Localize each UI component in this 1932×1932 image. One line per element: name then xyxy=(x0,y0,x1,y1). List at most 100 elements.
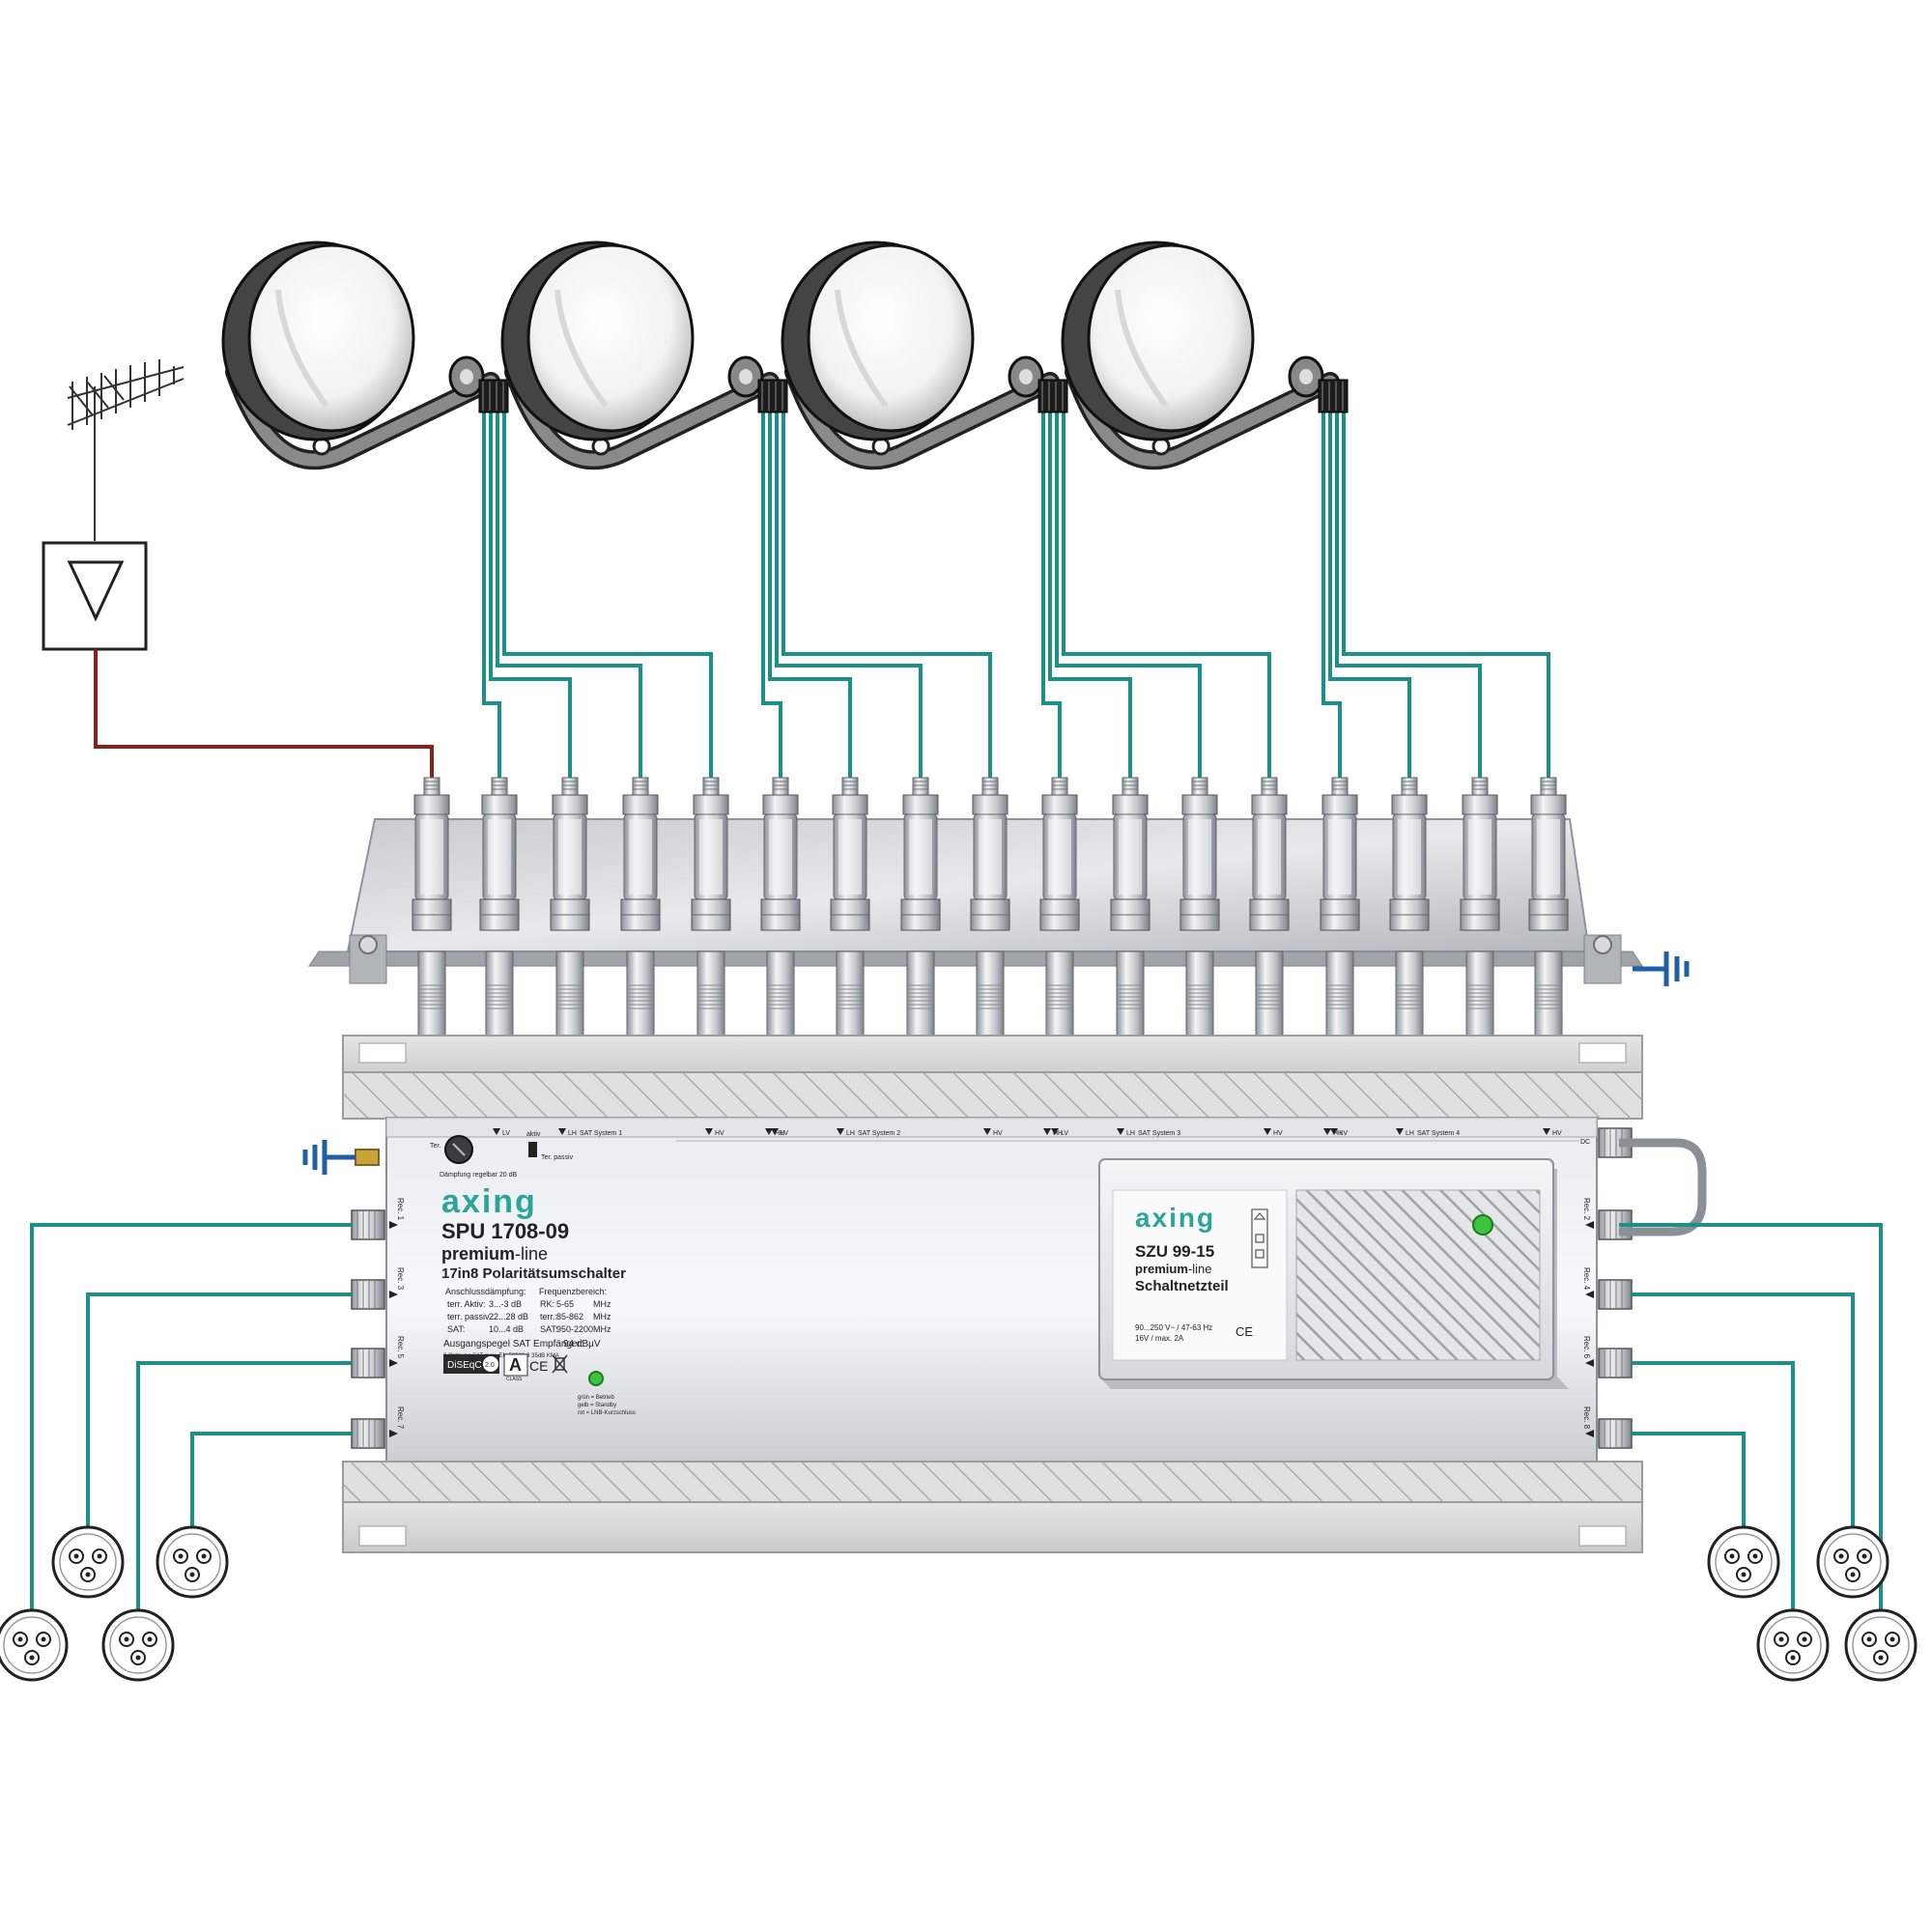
ter-label: Ter. xyxy=(430,1143,440,1150)
spec-attenuation-head: Anschlussdämpfung: xyxy=(445,1287,526,1296)
f-connector-icon xyxy=(1110,777,1151,1039)
f-connector-icon xyxy=(1039,777,1080,1039)
coax-cable xyxy=(1321,412,1342,787)
port-marker-icon xyxy=(1051,1128,1059,1135)
receiver-port-label: Rec. 6 xyxy=(1582,1336,1591,1359)
spec-attenuation-label: terr. passiv : xyxy=(447,1312,495,1321)
f-connector-icon[interactable] xyxy=(1598,1418,1633,1449)
f-connector-icon xyxy=(1179,777,1220,1039)
spec-frequency-value: 5-65 xyxy=(556,1299,574,1309)
terrestrial-mode-switch[interactable] xyxy=(528,1142,537,1157)
port-marker-icon xyxy=(1330,1128,1338,1135)
tv-outlets xyxy=(0,1223,1918,1682)
coax-cable xyxy=(1619,1223,1883,1610)
tv-outlet-icon xyxy=(0,1608,69,1682)
f-connector-icon xyxy=(1389,777,1430,1039)
port-marker-icon xyxy=(558,1128,566,1135)
satellite-dish-icon xyxy=(500,241,788,470)
mounting-rail-bottom xyxy=(342,1461,1643,1553)
f-connector-icon xyxy=(479,777,520,1039)
coax-cable xyxy=(1041,412,1062,787)
psu-ce-mark: CE xyxy=(1236,1324,1253,1339)
port-marker-icon xyxy=(389,1221,398,1229)
receiver-port-label: Rec. 5 xyxy=(396,1336,405,1359)
ground-symbol-icon xyxy=(1663,952,1690,986)
class-badge: A xyxy=(509,1355,522,1375)
port-marker-icon xyxy=(1585,1291,1594,1298)
psu-subtitle: Schaltnetzteil xyxy=(1135,1278,1229,1294)
coax-cable xyxy=(1335,412,1482,787)
spec-frequency-unit: MHz xyxy=(593,1299,611,1309)
sat-port-label: HH xyxy=(1333,1130,1343,1137)
f-connector-icon xyxy=(620,777,661,1039)
tv-outlet-icon xyxy=(1707,1525,1780,1599)
sat-port-label: HV xyxy=(715,1130,724,1137)
f-connector-icon xyxy=(1528,777,1569,1039)
psu-spec-output: 16V / max. 2A xyxy=(1135,1334,1184,1343)
f-connector-icon xyxy=(1249,777,1290,1039)
f-connector-icon[interactable] xyxy=(351,1209,385,1240)
sat-port-label: LV xyxy=(1340,1130,1348,1137)
switch-model: SPU 1708-09 xyxy=(441,1219,569,1243)
psu-brand-logo: axing xyxy=(1135,1203,1215,1233)
f-connector-icon[interactable] xyxy=(351,1279,385,1310)
port-marker-icon xyxy=(389,1291,398,1298)
spec-frequency-label: RK: xyxy=(540,1299,554,1309)
spec-frequency-label: terr.: xyxy=(540,1312,557,1321)
sat-port-label: LH xyxy=(1406,1130,1414,1137)
coax-cable xyxy=(190,1432,352,1527)
coax-cable xyxy=(1048,412,1132,787)
coax-cable xyxy=(1062,412,1271,787)
f-connector-icon[interactable] xyxy=(351,1348,385,1378)
sat-port-label: LH xyxy=(846,1130,855,1137)
led-legend-line: rot = LNB-Kurzschluss xyxy=(578,1410,636,1416)
coax-cable xyxy=(1632,1293,1855,1527)
aktiv-label: aktiv xyxy=(526,1131,541,1138)
satellite-dish-icon xyxy=(1061,241,1349,470)
attenuator-label: Dämpfung regelbar 20 dB xyxy=(440,1172,517,1179)
psu-power-led xyxy=(1472,1214,1493,1236)
certification-badges: DiSEqC 2.0 A CLASS CE xyxy=(443,1353,568,1382)
output-level-label: Ausgangspegel SAT Empfänger: xyxy=(443,1339,583,1350)
port-marker-icon xyxy=(389,1359,398,1367)
receiver-port-label: Rec. 4 xyxy=(1582,1267,1591,1291)
passiv-label: Ter. passiv xyxy=(541,1154,574,1161)
sat-system-label: SAT System 3 xyxy=(1138,1130,1180,1137)
spec-frequency-unit: MHz xyxy=(593,1324,611,1334)
tv-outlet-icon xyxy=(1816,1525,1889,1599)
receiver-port-label: Rec. 7 xyxy=(396,1406,405,1430)
coax-cable xyxy=(1342,412,1550,787)
f-connector-icon[interactable] xyxy=(1598,1279,1633,1310)
coax-cable xyxy=(775,412,923,787)
coax-cable xyxy=(30,1223,352,1610)
port-marker-icon xyxy=(983,1128,991,1135)
led-legend-line: grün = Betrieb xyxy=(578,1395,615,1401)
satellite-dish-icon xyxy=(221,241,509,470)
psu-model: SZU 99-15 xyxy=(1135,1242,1214,1261)
tv-outlet-icon xyxy=(156,1525,229,1599)
satellite-dishes xyxy=(221,241,1349,470)
receiver-port-label: Rec. 8 xyxy=(1582,1406,1591,1430)
sat-cables xyxy=(482,412,1550,787)
f-connector-icon xyxy=(760,777,801,1039)
port-marker-icon xyxy=(1543,1128,1550,1135)
port-marker-icon xyxy=(705,1128,713,1135)
amplifier-triangle-icon xyxy=(67,560,125,622)
switch-line-label: premium-line xyxy=(441,1244,548,1264)
coax-cable xyxy=(86,1293,352,1527)
psu-safety-icons xyxy=(1251,1208,1268,1268)
f-connector-icon[interactable] xyxy=(1598,1348,1633,1378)
port-marker-icon xyxy=(771,1128,779,1135)
psu-spec-input: 90...250 V~ / 47-63 Hz xyxy=(1135,1323,1212,1332)
sat-port-label: LV xyxy=(502,1130,510,1137)
yagi-antenna-icon xyxy=(67,359,185,541)
sat-port-label: LH xyxy=(1126,1130,1135,1137)
f-connector-icon[interactable] xyxy=(351,1418,385,1449)
sat-system-label: SAT System 1 xyxy=(580,1130,622,1137)
coax-cable xyxy=(761,412,782,787)
coax-cable xyxy=(489,412,572,787)
amplifier-box xyxy=(42,541,148,651)
satellite-dish-icon xyxy=(781,241,1068,470)
terrestrial-antenna xyxy=(42,359,434,787)
